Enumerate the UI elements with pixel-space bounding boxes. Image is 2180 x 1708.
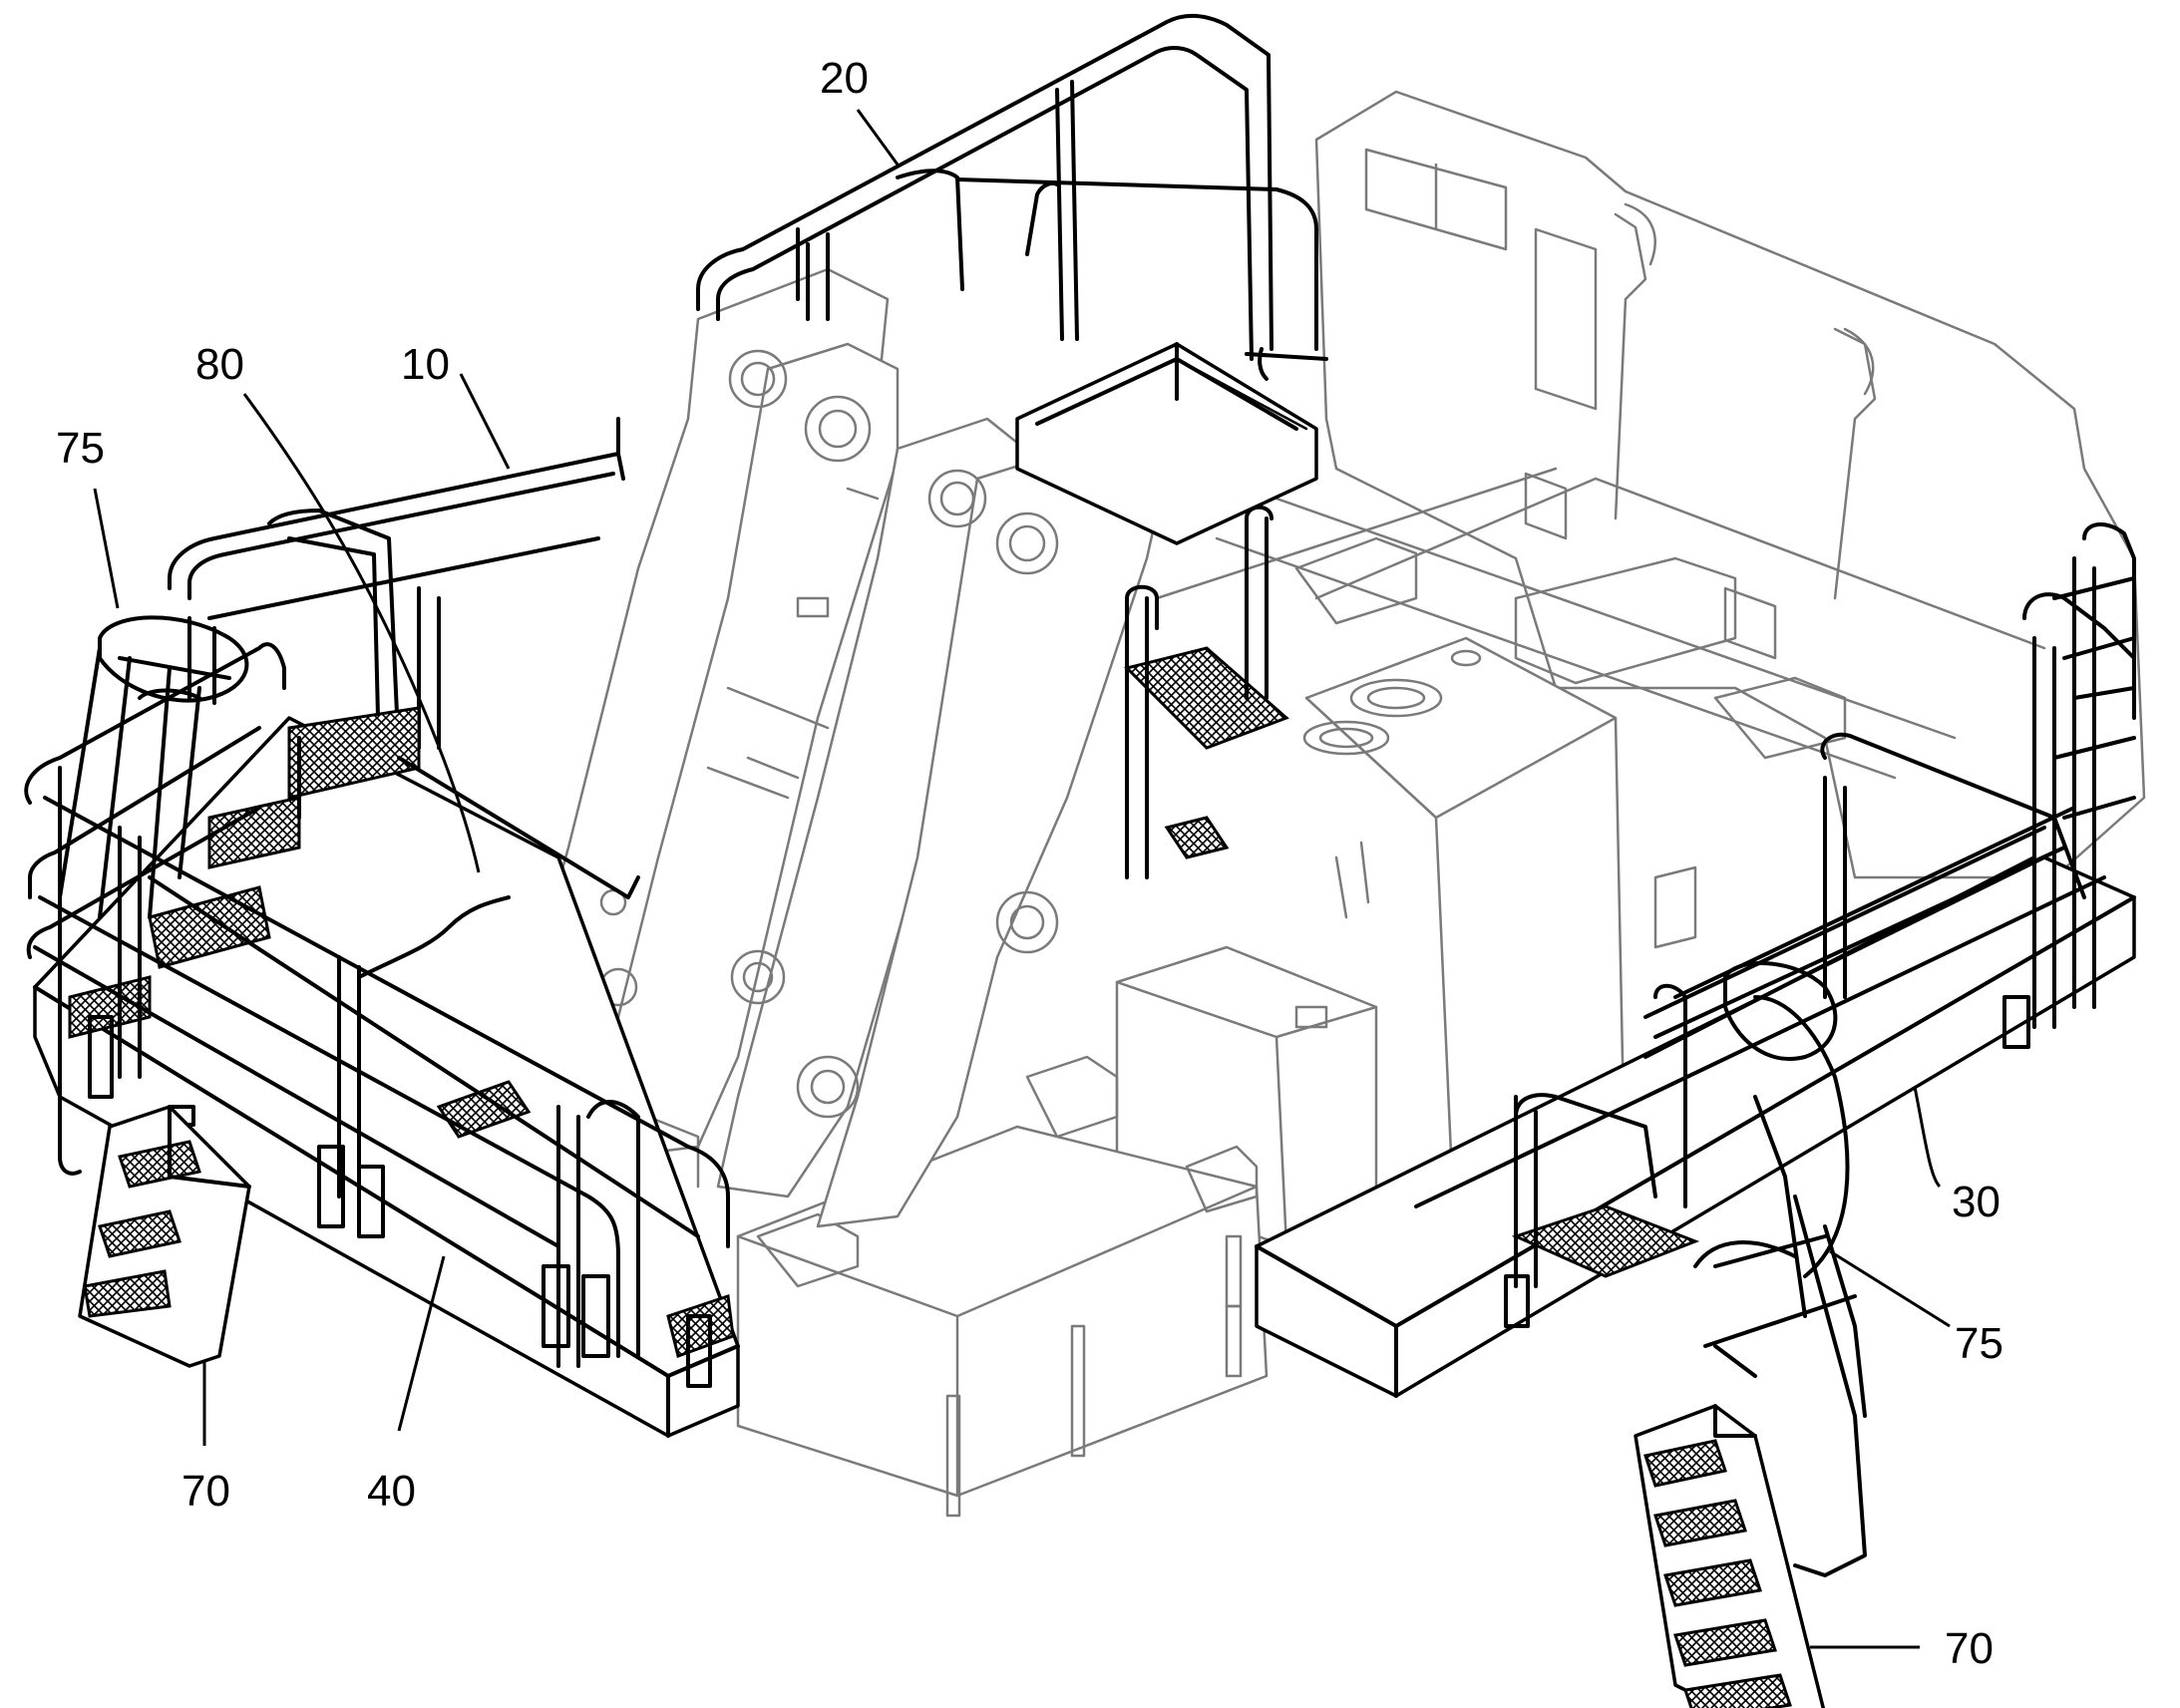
boom-arm-2 bbox=[596, 342, 900, 1159]
label-10: 10 bbox=[401, 340, 450, 389]
leader-30 bbox=[1913, 1086, 1942, 1189]
leader-10 bbox=[459, 373, 511, 470]
walkway-20 bbox=[696, 13, 1328, 545]
central-grating bbox=[1124, 646, 1289, 750]
lower-chassis bbox=[736, 1125, 1269, 1498]
leader-lines bbox=[93, 109, 1951, 1649]
leader-80 bbox=[242, 393, 481, 873]
right-deck-grating bbox=[1511, 1204, 1700, 1278]
reference-numerals: 20 80 10 75 30 75 70 40 70 bbox=[56, 54, 2003, 1673]
ladder-cage-right bbox=[1723, 961, 1838, 1061]
label-75-right: 75 bbox=[1955, 1319, 2003, 1368]
label-40: 40 bbox=[367, 1467, 416, 1516]
label-30: 30 bbox=[1952, 1178, 2000, 1226]
walkway-30 bbox=[1255, 522, 2136, 1708]
top-handrail-upper bbox=[696, 13, 1273, 351]
walkway-10 bbox=[168, 417, 625, 760]
ladder-cage-left bbox=[98, 615, 249, 703]
label-70-right: 70 bbox=[1945, 1624, 1994, 1673]
frame-rails bbox=[1155, 467, 2046, 780]
leader-20 bbox=[856, 109, 900, 166]
label-20: 20 bbox=[820, 54, 869, 103]
label-70-left: 70 bbox=[182, 1467, 230, 1516]
central-landing bbox=[1124, 505, 1289, 879]
left-front-handrail bbox=[24, 642, 286, 805]
leader-75-right bbox=[1829, 1249, 1951, 1328]
leader-40 bbox=[397, 1255, 446, 1432]
label-80: 80 bbox=[195, 340, 244, 389]
rear-handrail-upper bbox=[168, 452, 625, 590]
hose-80 bbox=[357, 895, 511, 979]
leader-75-left bbox=[93, 488, 120, 609]
boom-arms bbox=[497, 267, 1169, 1248]
walkway-40 bbox=[24, 615, 740, 1438]
label-75-left: 75 bbox=[56, 424, 105, 473]
